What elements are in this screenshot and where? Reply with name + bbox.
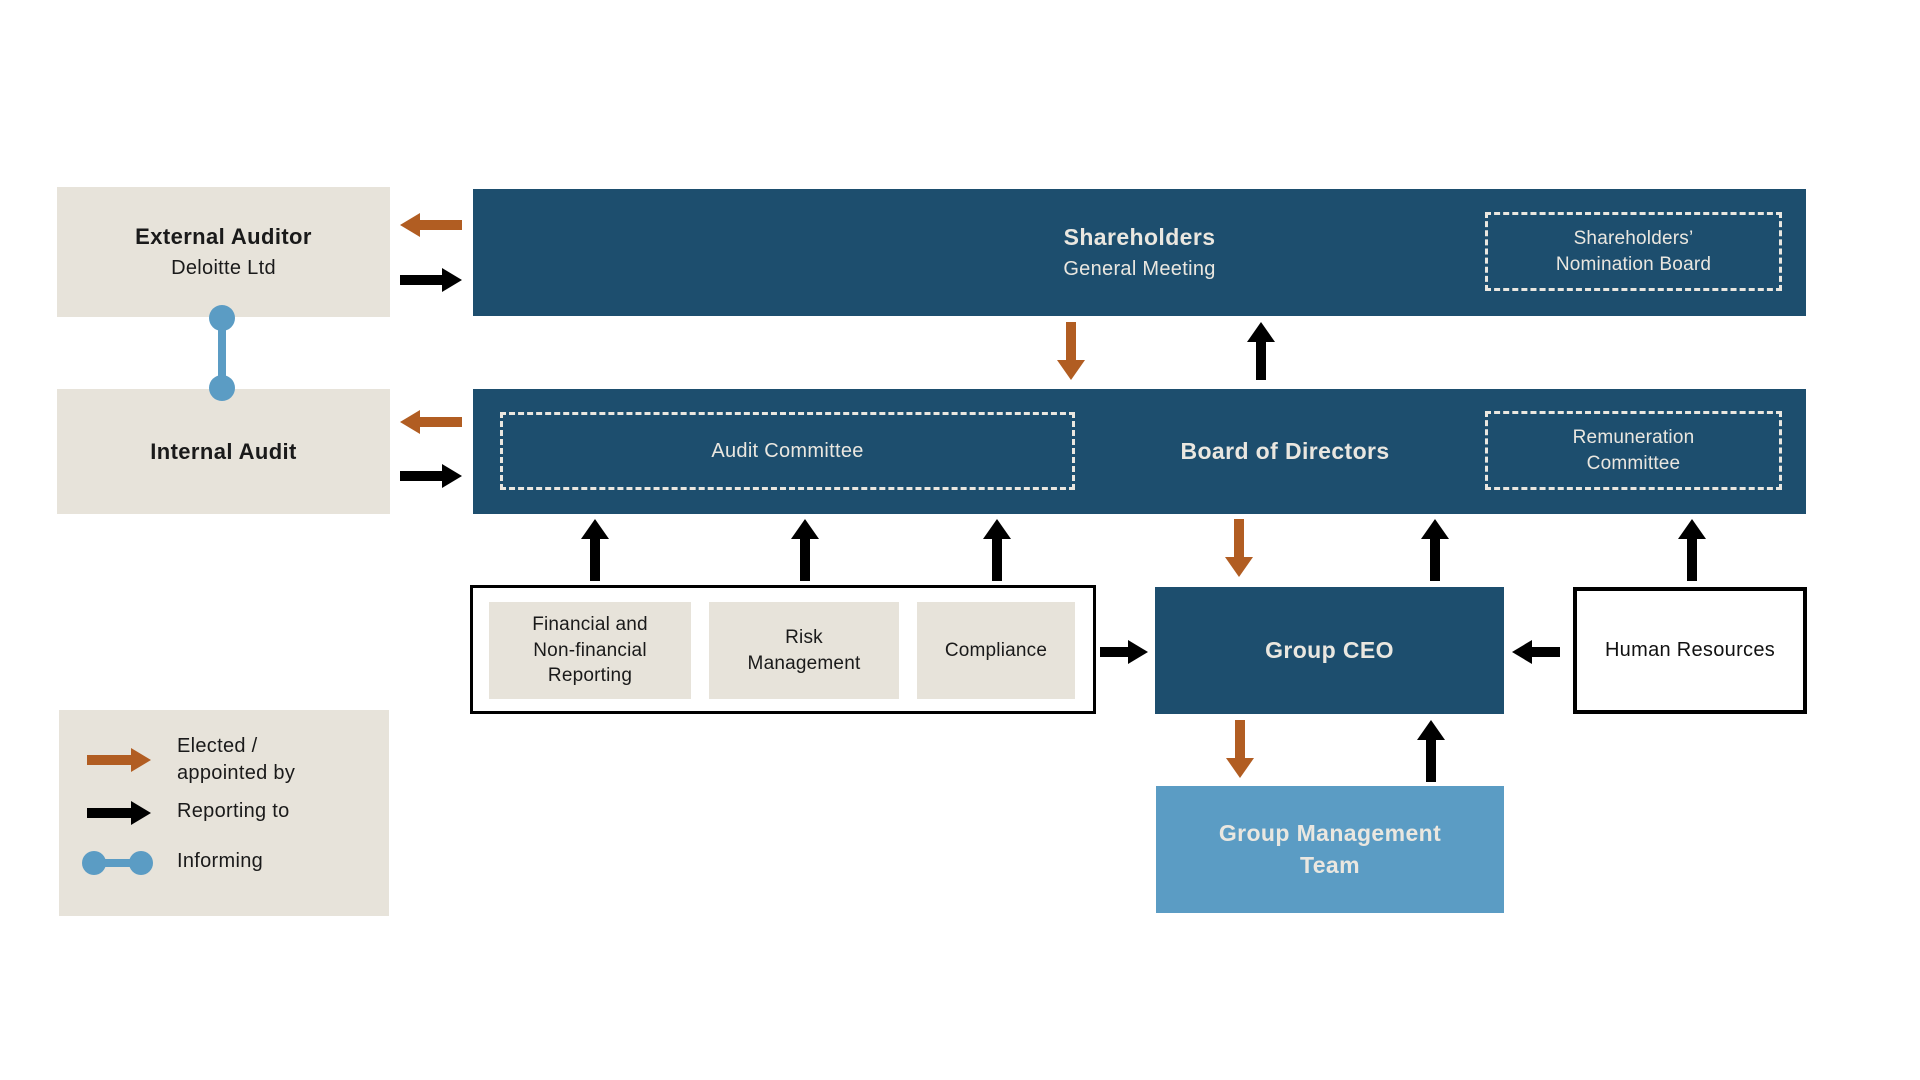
external-auditor-box: External Auditor Deloitte Ltd <box>57 187 390 317</box>
reporting-arrow-risk-to-board-icon <box>791 519 819 581</box>
audit-committee-label: Audit Committee <box>711 439 864 462</box>
shareholders-bar: Shareholders General Meeting <box>473 189 1806 316</box>
informing-connector-icon <box>209 305 235 401</box>
group-ceo-title: Group CEO <box>1265 637 1394 663</box>
reporting-arrow-functions-to-ceo-icon <box>1100 640 1148 664</box>
risk-management-label: Risk Management <box>747 626 861 674</box>
legend: Elected / appointed by Reporting to Info… <box>59 710 389 916</box>
group-ceo-box: Group CEO <box>1155 587 1504 714</box>
shareholders-title: Shareholders <box>1063 224 1216 250</box>
remuneration-committee-box: Remuneration Committee <box>1485 411 1782 490</box>
reporting-arrow-hr-to-ceo-icon <box>1512 640 1560 664</box>
legend-reporting-label: Reporting to <box>177 800 290 822</box>
reporting-arrow-internal-audit-to-board-icon <box>400 464 462 488</box>
legend-elected-arrow-icon <box>87 748 151 772</box>
legend-elected-label: Elected / appointed by <box>177 735 296 784</box>
board-of-directors-title-zone: Board of Directors <box>1075 389 1495 514</box>
shareholders-nomination-board-box: Shareholders’ Nomination Board <box>1485 212 1782 291</box>
group-management-team-box: Group Management Team <box>1156 786 1504 913</box>
remuneration-committee-label: Remuneration Committee <box>1572 426 1695 474</box>
group-management-team-title: Group Management Team <box>1218 820 1442 878</box>
reporting-arrow-hr-to-board-icon <box>1678 519 1706 581</box>
elected-arrow-to-internal-audit-icon <box>400 410 462 434</box>
financial-reporting-box: Financial and Non-financial Reporting <box>489 602 691 699</box>
external-auditor-subtitle: Deloitte Ltd <box>171 257 276 279</box>
legend-informing-label: Informing <box>177 850 264 872</box>
human-resources-label: Human Resources <box>1604 639 1776 661</box>
board-of-directors-title: Board of Directors <box>1180 438 1390 464</box>
elected-arrow-board-to-ceo-icon <box>1225 519 1253 577</box>
legend-informing-connector-icon <box>82 851 153 875</box>
legend-informing-bar <box>92 859 143 867</box>
risk-management-box: Risk Management <box>709 602 899 699</box>
internal-audit-title: Internal Audit <box>150 438 297 464</box>
reporting-arrow-ceo-to-board-icon <box>1421 519 1449 581</box>
elected-arrow-ceo-to-gmt-icon <box>1226 720 1254 778</box>
compliance-box: Compliance <box>917 602 1075 699</box>
reporting-functions-container: Financial and Non-financial Reporting Ri… <box>470 585 1096 714</box>
shareholders-nomination-board-label: Shareholders’ Nomination Board <box>1555 227 1712 275</box>
internal-audit-box: Internal Audit <box>57 389 390 514</box>
elected-arrow-shareholders-to-board-icon <box>1057 322 1085 380</box>
human-resources-box: Human Resources <box>1573 587 1807 714</box>
reporting-arrow-financial-to-board-icon <box>581 519 609 581</box>
compliance-label: Compliance <box>944 639 1048 661</box>
informing-connector-bar <box>218 317 226 389</box>
reporting-arrow-gmt-to-ceo-icon <box>1417 720 1445 782</box>
reporting-arrow-external-auditor-to-shareholders-icon <box>400 268 462 292</box>
financial-reporting-label: Financial and Non-financial Reporting <box>532 614 648 687</box>
reporting-arrow-board-to-shareholders-icon <box>1247 322 1275 380</box>
reporting-arrow-compliance-to-board-icon <box>983 519 1011 581</box>
elected-arrow-to-external-auditor-icon <box>400 213 462 237</box>
audit-committee-box: Audit Committee <box>500 412 1075 490</box>
legend-reporting-arrow-icon <box>87 801 151 825</box>
external-auditor-title: External Auditor <box>135 224 312 249</box>
board-of-directors-bar: Audit Committee Board of Directors Remun… <box>473 389 1806 514</box>
shareholders-subtitle: General Meeting <box>1063 258 1216 280</box>
